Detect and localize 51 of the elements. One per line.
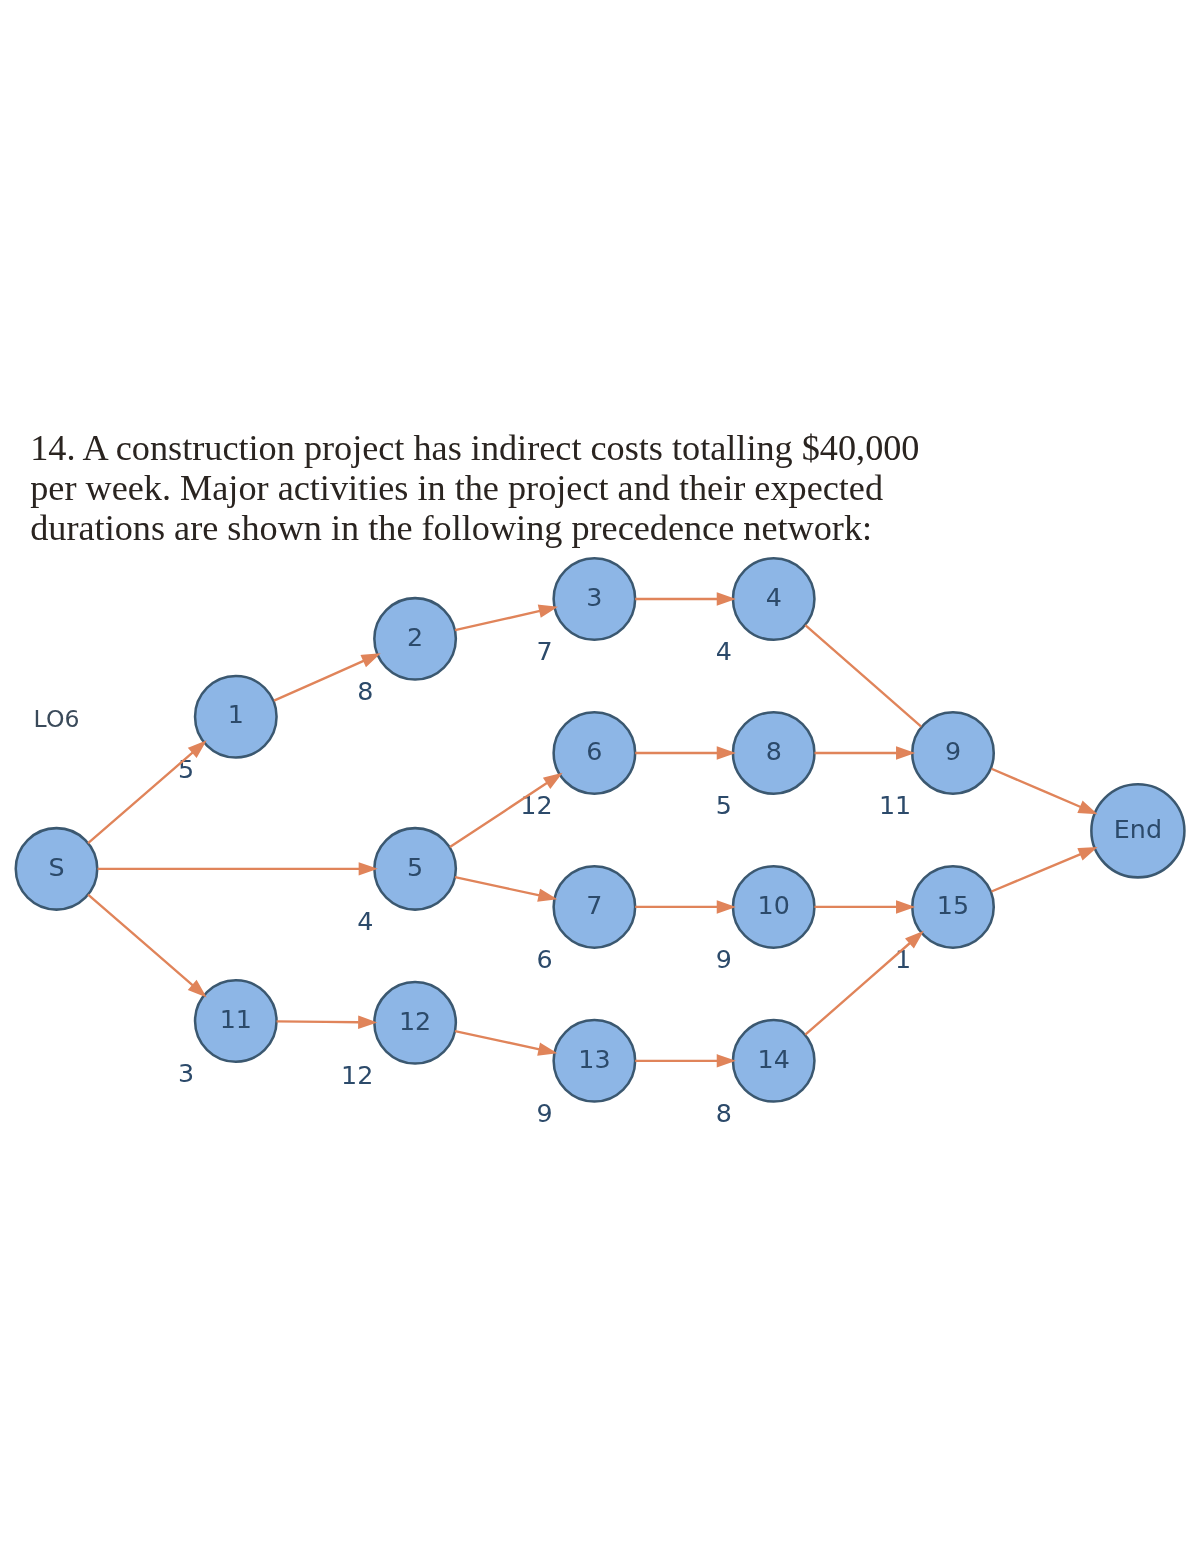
node-label: 4 xyxy=(715,636,732,667)
node-label: 4 xyxy=(357,905,374,936)
node-circle: 3 xyxy=(552,557,637,642)
node-label: 3 xyxy=(177,1058,195,1089)
node-label: 9 xyxy=(536,1097,553,1128)
arrow xyxy=(87,893,207,998)
arrow xyxy=(814,900,916,914)
node-circle: End xyxy=(1090,783,1186,879)
arrow xyxy=(276,1015,378,1029)
node-circle: 11 xyxy=(193,979,278,1063)
node-circle: 6 xyxy=(552,710,637,795)
node-label: 11 xyxy=(878,789,912,820)
node-circle: 4 xyxy=(731,557,816,642)
node-label: 5 xyxy=(715,789,732,820)
arrow xyxy=(449,772,563,849)
arrow xyxy=(87,740,207,844)
node-label: 8 xyxy=(357,675,374,706)
arrow xyxy=(635,746,736,760)
label: LO6 xyxy=(33,704,80,733)
arrow xyxy=(635,1054,736,1068)
arrow xyxy=(454,875,558,902)
arrow xyxy=(97,862,378,876)
node-circle: 12 xyxy=(373,980,458,1065)
node-circle: 2 xyxy=(373,596,458,681)
node-circle: 9 xyxy=(910,710,995,795)
node-label: 8 xyxy=(715,1097,732,1128)
node-circle: 1 xyxy=(193,674,278,759)
arrow xyxy=(991,767,1098,815)
node-label: 12 xyxy=(520,789,553,820)
arrow xyxy=(635,592,736,606)
node-label: 7 xyxy=(536,636,553,667)
node-circle: 13 xyxy=(552,1018,637,1103)
node-circle: 7 xyxy=(552,864,637,949)
arrow xyxy=(804,930,924,1036)
node-label: 6 xyxy=(536,943,553,974)
arrow xyxy=(814,746,916,760)
node-label: 9 xyxy=(715,943,732,974)
arrow xyxy=(273,653,381,702)
arrow xyxy=(635,900,736,914)
node-label: 12 xyxy=(341,1059,374,1090)
node-circle: S xyxy=(14,826,99,911)
node-circle: 8 xyxy=(731,710,816,795)
node-circle: 15 xyxy=(910,864,995,949)
diagram-title: 14. A construction project has indirect costs totalling $40,000 per week. Major activities in the project and their expected durations are shown in the following precedence network: xyxy=(30,428,920,549)
arrow xyxy=(454,1029,558,1056)
node-circle: 5 xyxy=(373,826,458,911)
node-circle: 14 xyxy=(731,1018,816,1103)
arrow xyxy=(454,604,558,632)
node-circle: 10 xyxy=(731,864,816,949)
connector xyxy=(804,624,922,728)
arrow xyxy=(991,846,1098,893)
